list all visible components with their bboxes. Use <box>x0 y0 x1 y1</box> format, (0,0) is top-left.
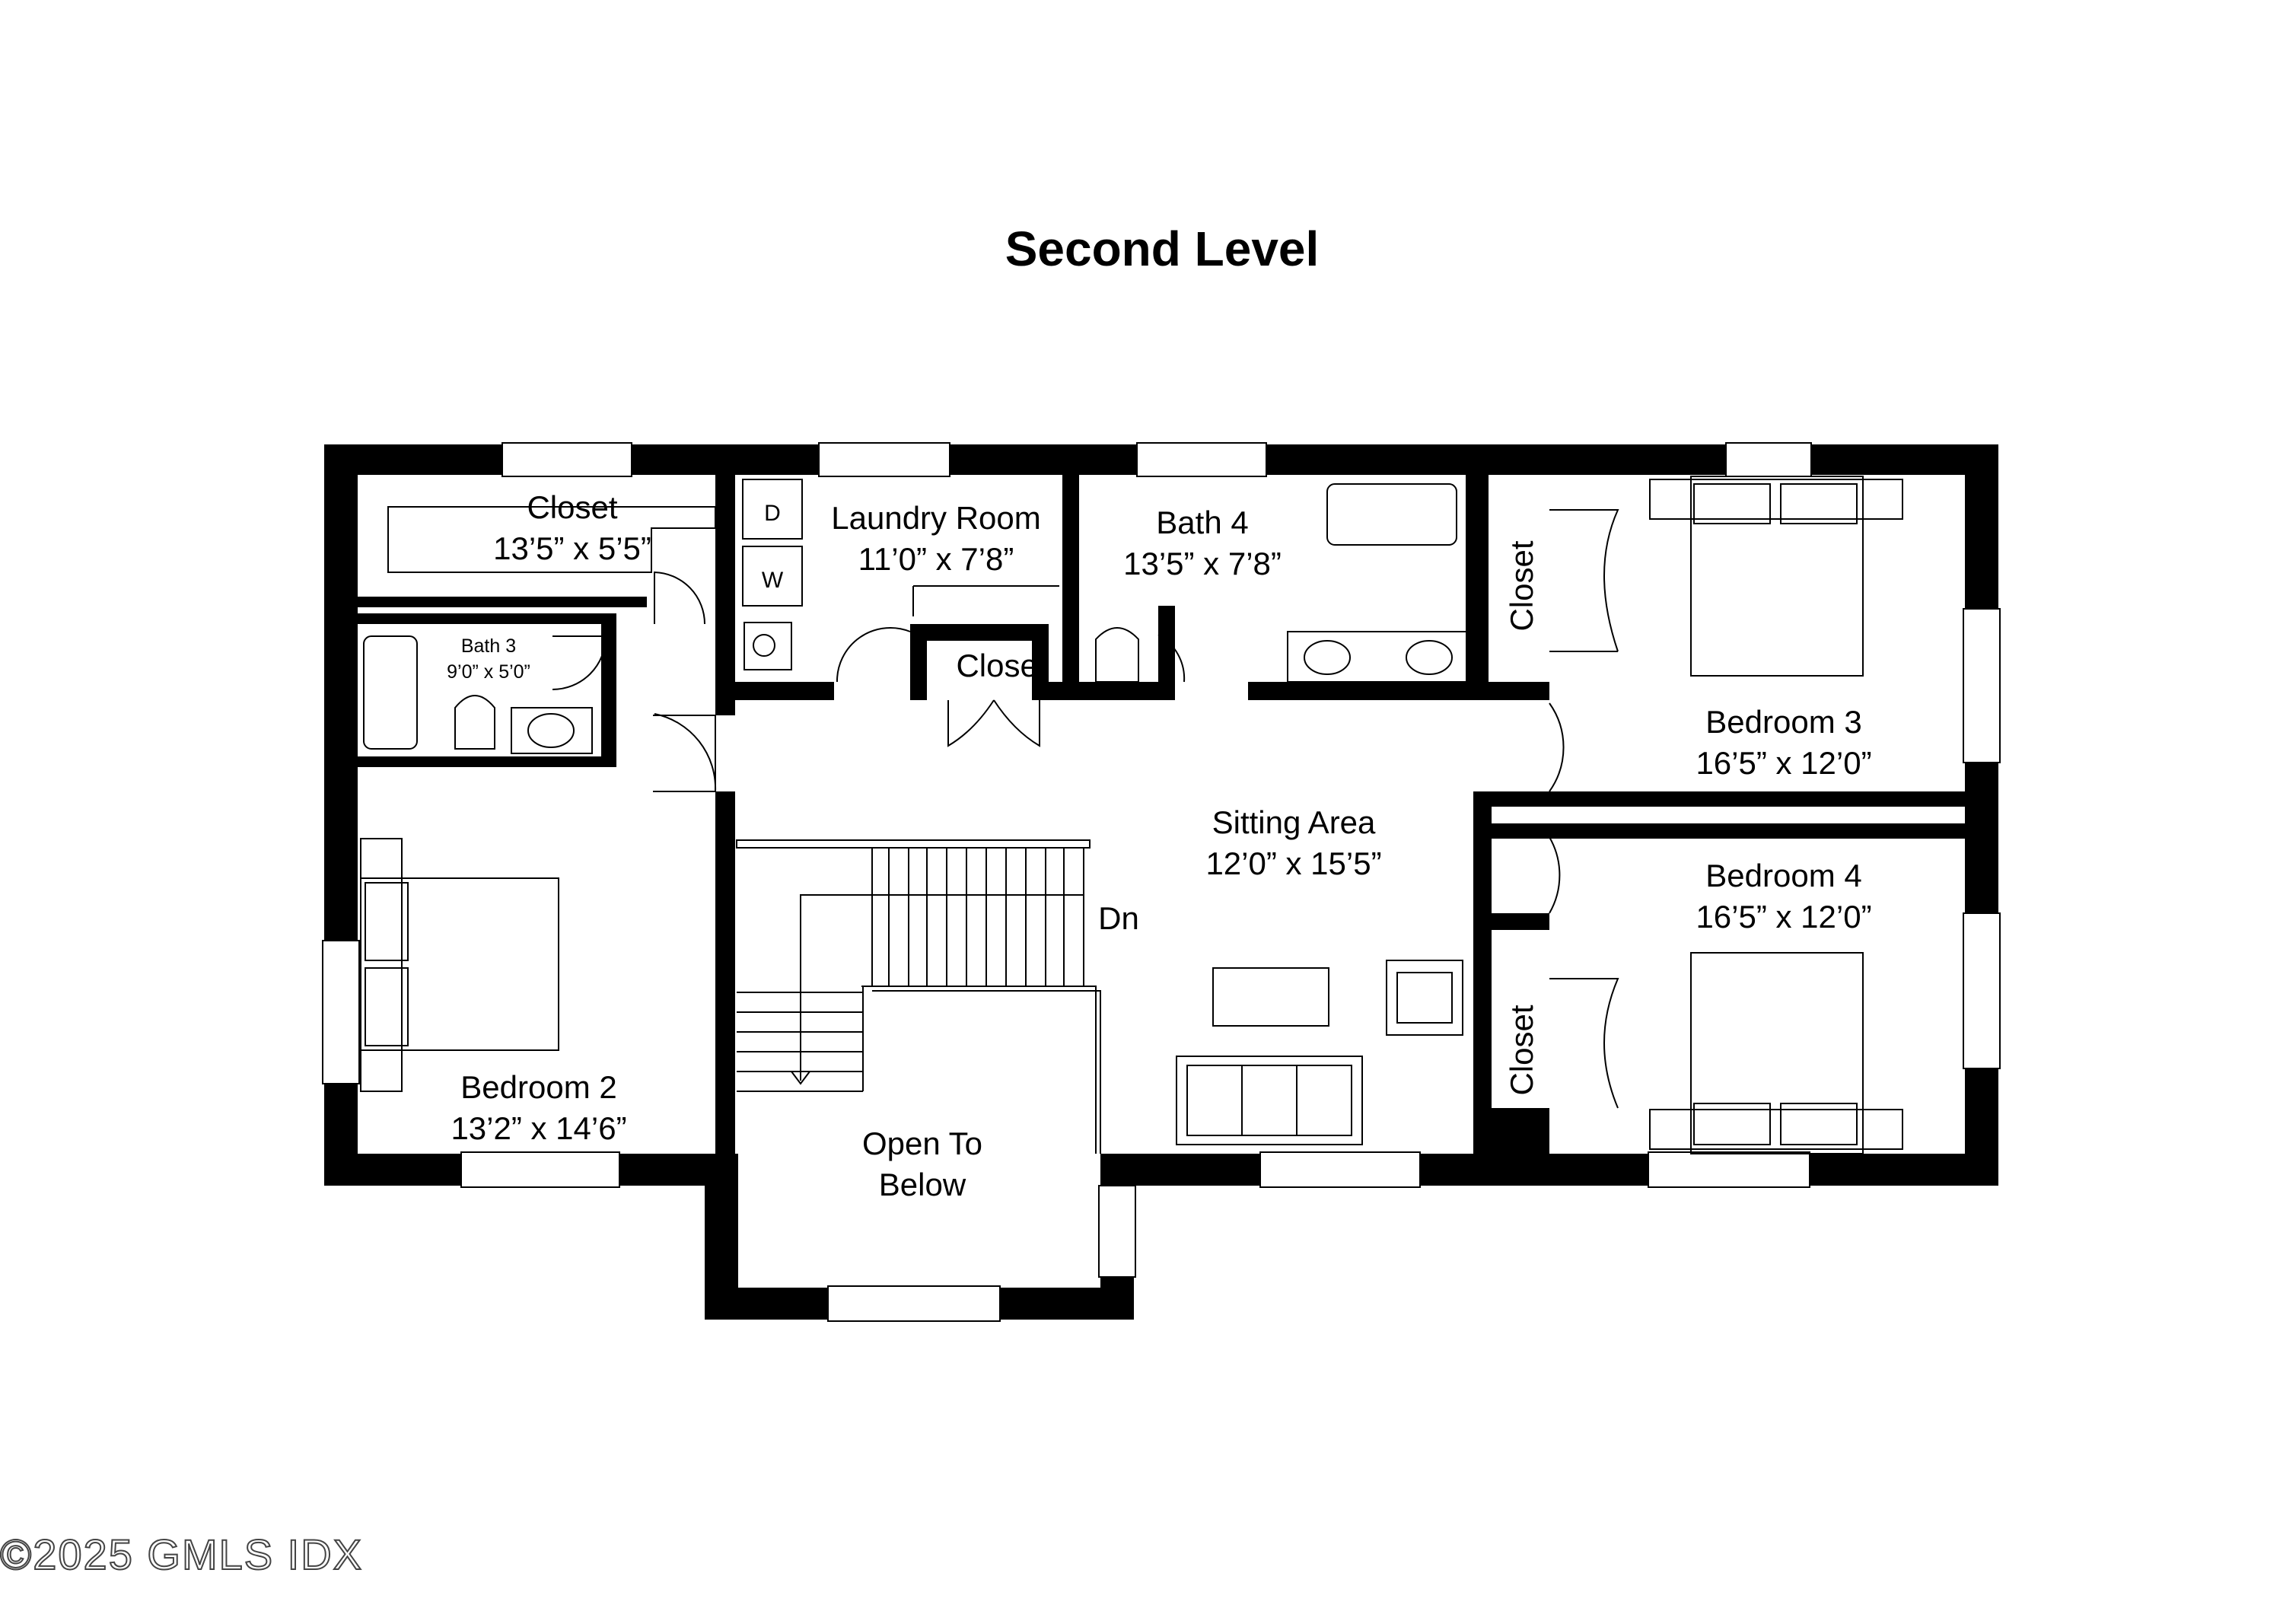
open-to-below: Open To Below <box>862 1123 982 1205</box>
room-name: Laundry Room <box>831 500 1041 536</box>
doors <box>552 509 1619 1109</box>
room-dims: 13’5” x 7’8” <box>1123 546 1282 581</box>
room-name: Bedroom 3 <box>1705 704 1862 740</box>
room-bedroom4: Bedroom 4 16’5” x 12’0” <box>1696 855 1871 938</box>
walls <box>324 444 1998 1320</box>
room-laundry: Laundry Room 11’0” x 7’8” <box>831 498 1040 580</box>
dryer-label: D <box>764 501 781 526</box>
room-dims: 12’0” x 15’5” <box>1205 845 1382 881</box>
room-bath3: Bath 3 9’0” x 5’0” <box>447 633 530 685</box>
room-bedroom4-closet: Closet <box>1504 1005 1540 1096</box>
room-bath4: Bath 4 13’5” x 7’8” <box>1123 502 1282 584</box>
room-dims: 11’0” x 7’8” <box>858 541 1014 577</box>
room-dims: 16’5” x 12’0” <box>1696 899 1872 935</box>
windows <box>322 442 2001 1322</box>
watermark: ©2025 GMLS IDX <box>0 1530 364 1579</box>
room-name: Sitting Area <box>1212 804 1376 840</box>
washer-label: W <box>761 568 784 593</box>
room-bedroom3: Bedroom 3 16’5” x 12’0” <box>1696 702 1871 784</box>
room-dims: 13’5” x 5’5” <box>493 530 651 566</box>
stairs-down-label: Dn <box>1098 900 1139 936</box>
room-closet-top: Closet 13’5” x 5’5” <box>493 487 651 569</box>
room-sitting-area: Sitting Area 12’0” x 15’5” <box>1205 802 1381 884</box>
room-hall-closet: Closet <box>956 648 1047 683</box>
room-name: Bedroom 4 <box>1705 858 1862 893</box>
stairs <box>737 848 1084 1092</box>
open-line1: Open To <box>861 1126 983 1161</box>
room-name: Closet <box>527 489 618 525</box>
floor-title: Second Level <box>1005 221 1320 276</box>
fixtures <box>360 476 1903 1154</box>
room-dims: 9’0” x 5’0” <box>447 661 530 683</box>
room-dims: 16’5” x 12’0” <box>1696 745 1872 781</box>
room-name: Bath 4 <box>1156 505 1249 540</box>
room-bedroom3-closet: Closet <box>1504 540 1540 632</box>
room-dims: 13’2” x 14’6” <box>451 1110 627 1146</box>
room-name: Bath 3 <box>460 635 517 657</box>
room-bedroom2: Bedroom 2 13’2” x 14’6” <box>451 1067 626 1149</box>
room-name: Bedroom 2 <box>460 1069 617 1105</box>
open-line2: Below <box>878 1167 966 1202</box>
